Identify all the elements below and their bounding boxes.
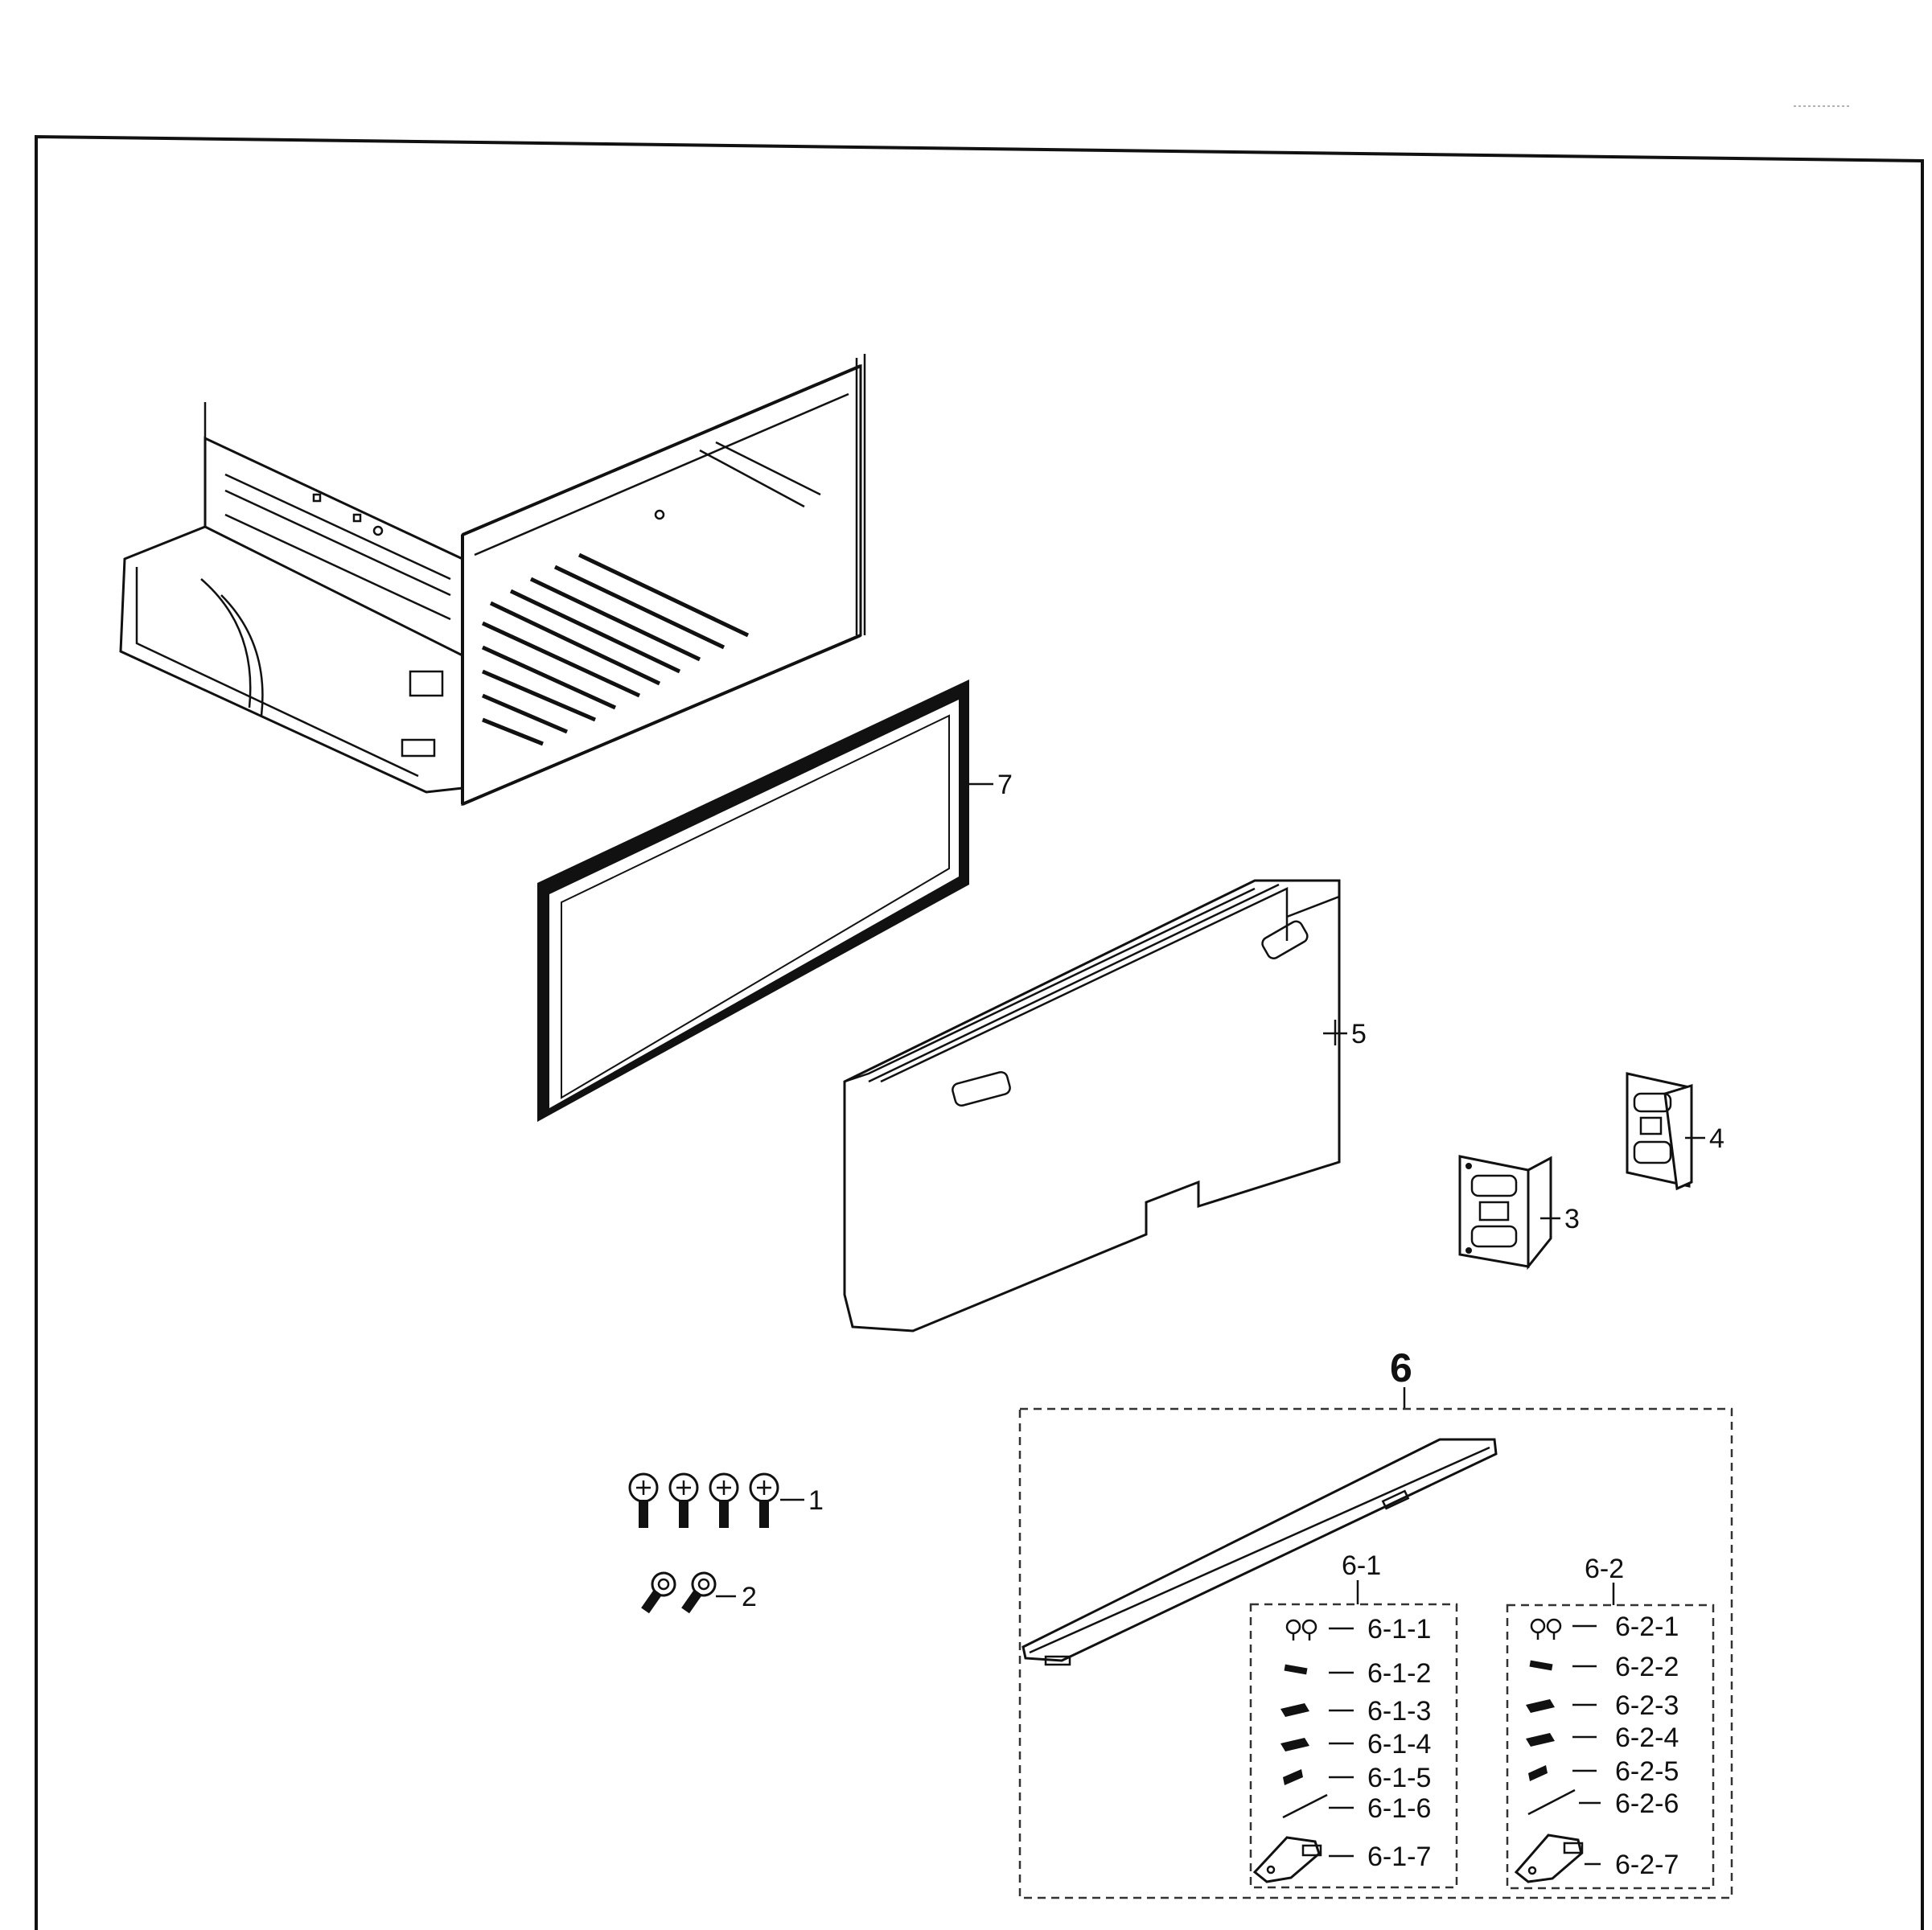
part-6-1-2: 6-1-2 bbox=[1284, 1658, 1431, 1689]
callout-3: 3 bbox=[1564, 1204, 1580, 1234]
callout-6-2-5: 6-2-5 bbox=[1615, 1756, 1679, 1787]
callout-6-2: 6-2 bbox=[1585, 1554, 1624, 1584]
assembly-6-1-box bbox=[1249, 1603, 1458, 1889]
callout-6-1-7: 6-1-7 bbox=[1367, 1842, 1431, 1872]
callout-1: 1 bbox=[808, 1485, 824, 1516]
callout-6-1-4: 6-1-4 bbox=[1367, 1729, 1431, 1760]
callout-6-1-2: 6-1-2 bbox=[1367, 1658, 1431, 1689]
bracket-icon bbox=[1458, 1155, 1552, 1271]
callout-6-1-6: 6-1-6 bbox=[1367, 1793, 1431, 1824]
part-6-1-1: 6-1-1 bbox=[1285, 1614, 1431, 1645]
callout-6-2-2: 6-2-2 bbox=[1615, 1652, 1679, 1682]
bracket-icon bbox=[1626, 1072, 1693, 1191]
part-6-2-3: 6-2-3 bbox=[1526, 1690, 1679, 1721]
callout-7: 7 bbox=[997, 770, 1013, 800]
assembly-6-box bbox=[1018, 1407, 1733, 1899]
callout-6-2-6: 6-2-6 bbox=[1615, 1788, 1679, 1819]
part-6-2-4: 6-2-4 bbox=[1526, 1723, 1679, 1753]
callout-6-2-4: 6-2-4 bbox=[1615, 1723, 1679, 1753]
bolt-icon bbox=[641, 1571, 717, 1614]
callout-4: 4 bbox=[1709, 1123, 1724, 1154]
callout-6-2-7: 6-2-7 bbox=[1615, 1850, 1679, 1880]
callout-6-1: 6-1 bbox=[1342, 1550, 1381, 1581]
screw-icon bbox=[628, 1472, 779, 1528]
callout-6-1-5: 6-1-5 bbox=[1367, 1763, 1431, 1793]
drawer-panel-icon bbox=[843, 879, 1341, 1333]
part-6-2-7: 6-2-7 bbox=[1514, 1834, 1679, 1883]
drawer-frame-icon bbox=[119, 354, 866, 807]
gasket-icon bbox=[537, 680, 969, 1122]
callout-6-2-1: 6-2-1 bbox=[1615, 1612, 1679, 1642]
assembly-6-2-box bbox=[1506, 1604, 1715, 1890]
part-6-2-2: 6-2-2 bbox=[1529, 1652, 1679, 1682]
part-6-1-5: 6-1-5 bbox=[1283, 1763, 1431, 1793]
callout-6-2-3: 6-2-3 bbox=[1615, 1690, 1679, 1721]
diagram-border bbox=[35, 134, 1924, 1930]
part-6-1-3: 6-1-3 bbox=[1280, 1696, 1431, 1727]
part-6-2-6: 6-2-6 bbox=[1527, 1788, 1679, 1819]
callout-6: 6 bbox=[1390, 1345, 1412, 1390]
part-6-2-5: 6-2-5 bbox=[1528, 1756, 1679, 1787]
callout-2: 2 bbox=[742, 1582, 757, 1612]
callout-6-1-3: 6-1-3 bbox=[1367, 1696, 1431, 1727]
part-6-1-4: 6-1-4 bbox=[1280, 1729, 1431, 1760]
handle-bar-icon bbox=[1021, 1438, 1498, 1666]
part-6-1-6: 6-1-6 bbox=[1282, 1793, 1431, 1824]
callout-6-1-1: 6-1-1 bbox=[1367, 1614, 1431, 1645]
part-6-1-7: 6-1-7 bbox=[1252, 1836, 1431, 1883]
callout-5: 5 bbox=[1351, 1019, 1367, 1049]
part-6-2-1: 6-2-1 bbox=[1530, 1612, 1679, 1642]
